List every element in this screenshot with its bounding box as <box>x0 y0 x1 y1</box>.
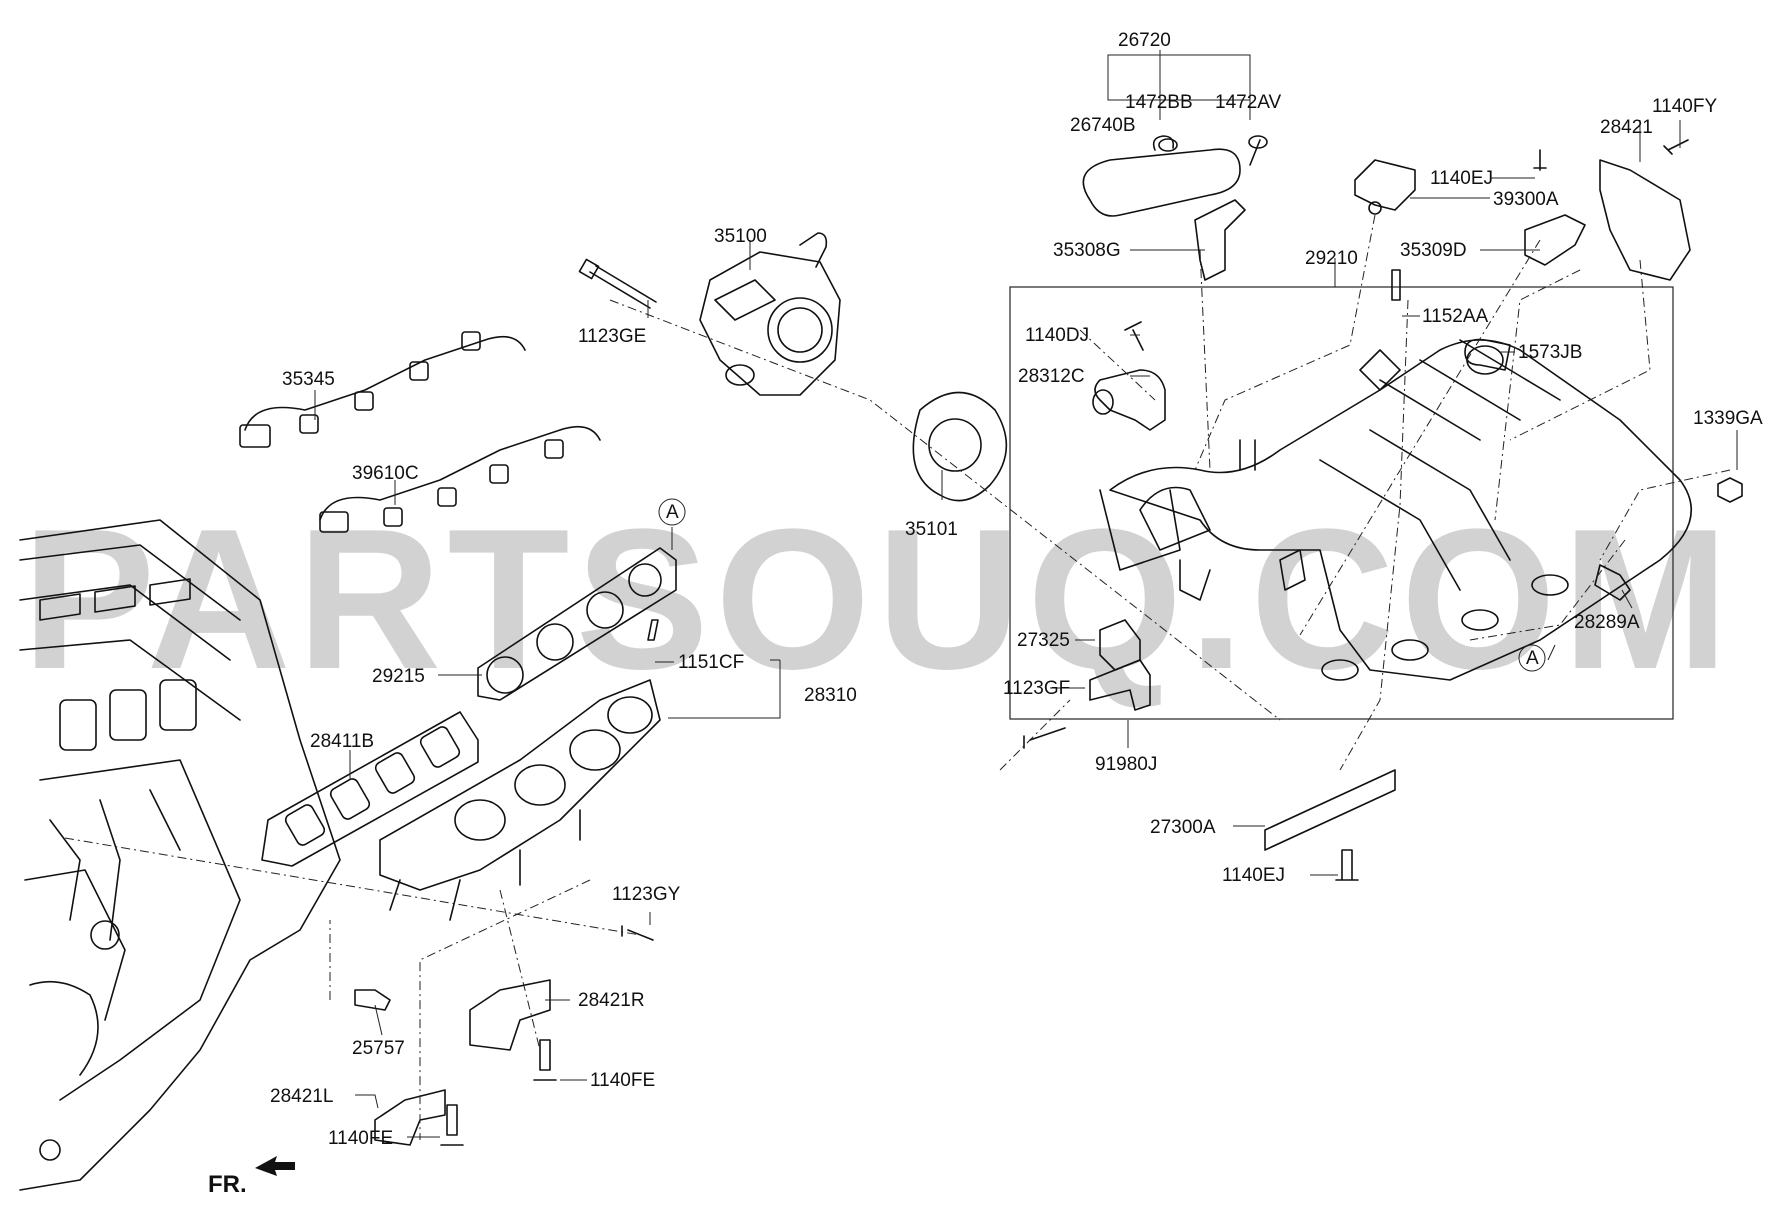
engine-block <box>19 519 341 1191</box>
label-ref-a-left: A <box>666 502 679 523</box>
label-27300a: 27300A <box>1150 817 1216 838</box>
stud-1152aa <box>1391 269 1401 301</box>
label-1472bb: 1472BB <box>1125 92 1193 113</box>
label-1140fe-right: 1140FE <box>590 1070 655 1091</box>
label-1123gf: 1123GF <box>1003 678 1070 699</box>
ref-circle-a-right <box>1518 644 1546 672</box>
bolt-1140dj <box>1124 321 1144 351</box>
label-1140ej-bottom: 1140EJ <box>1222 865 1285 886</box>
bolt-1140fy <box>1663 139 1689 155</box>
sensor-39300a <box>1354 159 1416 211</box>
bracket-27300a <box>1264 769 1396 851</box>
stud-1151cf <box>647 619 659 641</box>
sensor-25757 <box>354 989 391 1011</box>
label-1123ge: 1123GE <box>578 326 646 347</box>
label-39610c: 39610C <box>352 463 419 484</box>
label-28289a: 28289A <box>1574 612 1640 633</box>
label-1123gy: 1123GY <box>612 884 681 905</box>
label-35345: 35345 <box>282 369 335 390</box>
bolt-1140ej-bottom <box>1335 849 1359 881</box>
label-28421l: 28421L <box>270 1086 333 1107</box>
label-35101: 35101 <box>905 519 958 540</box>
bracket-91980j <box>1089 659 1151 711</box>
nut-1339ga <box>1717 477 1743 503</box>
intake-manifold-box <box>1009 286 1674 720</box>
label-1151cf: 1151CF <box>678 652 744 673</box>
label-ref-a-right: A <box>1526 648 1539 669</box>
exhaust-manifold <box>379 679 661 921</box>
bracket-28421r <box>469 979 551 1051</box>
label-29210: 29210 <box>1305 248 1358 269</box>
label-1140ej-top: 1140EJ <box>1430 168 1493 189</box>
label-25757: 25757 <box>352 1038 405 1059</box>
assembly-lines <box>64 214 1731 1140</box>
bolt-1140fe-left <box>440 1104 464 1146</box>
bolt-1123gf <box>1023 727 1066 749</box>
bracket-35308g <box>1194 199 1246 281</box>
front-arrow-icon <box>255 1156 295 1176</box>
label-28421: 28421 <box>1600 117 1653 138</box>
harness-35345 <box>239 331 526 448</box>
label-35308g: 35308G <box>1053 240 1121 261</box>
label-1573jb: 1573JB <box>1518 342 1582 363</box>
exhaust-gasket <box>261 711 479 867</box>
label-1152aa: 1152AA <box>1422 306 1489 327</box>
label-28312c: 28312C <box>1018 366 1085 387</box>
intake-gasket <box>477 547 677 701</box>
label-1339ga: 1339GA <box>1693 408 1763 429</box>
breather-hose <box>1082 135 1268 217</box>
label-1140fe-left: 1140FE <box>328 1128 393 1149</box>
label-28421r: 28421R <box>578 990 645 1011</box>
front-label: FR. <box>208 1171 247 1198</box>
bolt-1123ge <box>578 258 657 309</box>
label-26740b: 26740B <box>1070 115 1136 136</box>
leader-lines <box>314 50 1738 1138</box>
bracket-28421l <box>374 1089 446 1146</box>
label-39300a: 39300A <box>1493 189 1559 210</box>
bolt-1140ej-top <box>1533 149 1547 171</box>
watermark: PARTSOUQ.COM <box>22 488 1735 711</box>
bracket-28421 <box>1599 159 1691 281</box>
bolt-1140fe-right <box>533 1039 557 1081</box>
fitting-28312c <box>1092 369 1166 431</box>
ref-circle-a-left <box>658 498 686 526</box>
sensor-port <box>1368 201 1382 215</box>
label-28310: 28310 <box>804 685 857 706</box>
label-1140fy: 1140FY <box>1652 96 1717 117</box>
label-27325: 27325 <box>1017 630 1070 651</box>
bracket-35309d <box>1524 214 1586 266</box>
label-35309d: 35309D <box>1400 240 1467 261</box>
callout-labels: 26720 1472BB 1472AV 26740B 1140FY 28421 … <box>208 30 1763 1198</box>
throttle-gasket <box>912 391 1008 502</box>
bolt-1123gy <box>621 925 654 941</box>
label-29215: 29215 <box>372 666 425 687</box>
throttle-body <box>699 232 841 396</box>
label-26720: 26720 <box>1118 30 1171 51</box>
label-35100: 35100 <box>714 226 767 247</box>
label-1140dj: 1140DJ <box>1025 325 1089 346</box>
label-91980j: 91980J <box>1095 754 1157 775</box>
label-28411b: 28411B <box>310 731 374 752</box>
label-1472av: 1472AV <box>1215 92 1282 113</box>
harness-39610c <box>319 425 601 533</box>
